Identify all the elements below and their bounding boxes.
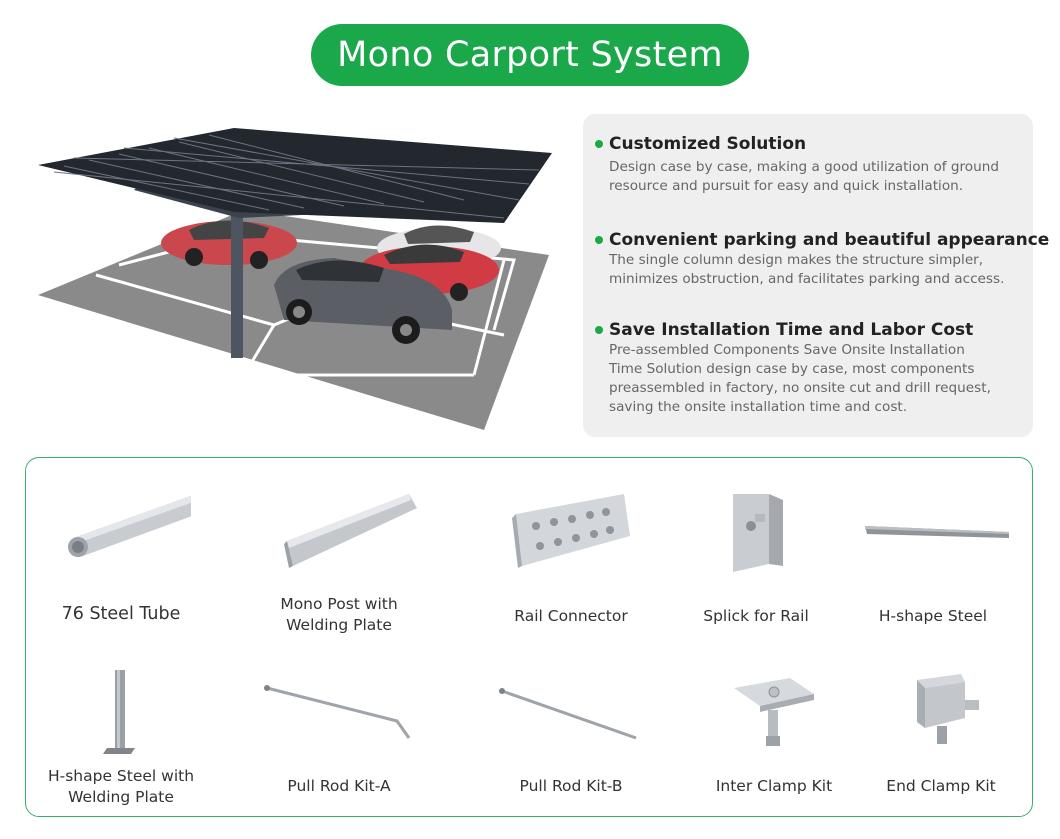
- component-label: Pull Rod Kit-B: [519, 777, 623, 795]
- page-title: Mono Carport System: [311, 24, 749, 86]
- component-label: H-shape Steel with Welding Plate: [47, 767, 195, 806]
- bullet-dot-icon: [595, 140, 603, 148]
- feature-save-installation-time: Save Installation Time and Labor Cost Pr…: [595, 320, 1025, 417]
- feature-description: Design case by case, making a good utili…: [609, 159, 999, 194]
- component-pull-rod-kit-a: Pull Rod Kit-A: [244, 666, 434, 816]
- splice-icon: [733, 494, 783, 572]
- component-splick-for-rail: Splick for Rail: [661, 486, 851, 636]
- component-pull-rod-kit-b: Pull Rod Kit-B: [476, 666, 666, 816]
- component-76-steel-tube: 76 Steel Tube: [26, 486, 216, 636]
- bullet-dot-icon: [595, 326, 603, 334]
- carport-illustration: [38, 128, 552, 430]
- component-inter-clamp-kit: Inter Clamp Kit: [679, 666, 869, 816]
- pull-rod-b-icon: [499, 688, 637, 740]
- components-panel: 76 Steel Tube Mono Post with Welding Pla…: [25, 457, 1033, 817]
- pull-rod-a-icon: [264, 685, 411, 739]
- component-label: 76 Steel Tube: [61, 604, 181, 624]
- feature-title: Save Installation Time and Labor Cost: [609, 320, 974, 340]
- bullet-dot-icon: [595, 236, 603, 244]
- component-end-clamp-kit: End Clamp Kit: [846, 666, 1036, 816]
- h-steel-icon: [865, 526, 1009, 538]
- mono-post-icon: [284, 494, 417, 568]
- component-mono-post: Mono Post with Welding Plate: [244, 486, 434, 636]
- feature-convenient-parking: Convenient parking and beautiful appeara…: [595, 230, 1049, 289]
- h-steel-plate-icon: [103, 670, 135, 754]
- features-panel: Customized Solution Design case by case,…: [583, 114, 1049, 437]
- component-label: Inter Clamp Kit: [715, 777, 833, 795]
- component-h-shape-steel: H-shape Steel: [838, 486, 1028, 636]
- end-clamp-icon: [917, 674, 979, 744]
- component-rail-connector: Rail Connector: [476, 486, 666, 636]
- feature-customized-solution: Customized Solution Design case by case,…: [595, 134, 1025, 196]
- component-label: Pull Rod Kit-A: [287, 777, 391, 795]
- component-label: Splick for Rail: [703, 607, 809, 625]
- component-h-shape-steel-welding-plate: H-shape Steel with Welding Plate: [26, 666, 216, 816]
- inter-clamp-icon: [734, 678, 814, 746]
- rail-connector-icon: [512, 494, 630, 568]
- feature-description: Pre-assembled Components Save Onsite Ins…: [609, 342, 991, 415]
- component-label: End Clamp Kit: [886, 777, 996, 795]
- feature-description: The single column design makes the struc…: [609, 252, 1005, 287]
- feature-title: Convenient parking and beautiful appeara…: [609, 230, 1050, 250]
- steel-tube-icon: [68, 495, 191, 557]
- feature-title: Customized Solution: [609, 134, 807, 154]
- component-label: Mono Post with Welding Plate: [280, 595, 398, 634]
- component-label: Rail Connector: [514, 607, 628, 625]
- component-label: H-shape Steel: [878, 607, 988, 625]
